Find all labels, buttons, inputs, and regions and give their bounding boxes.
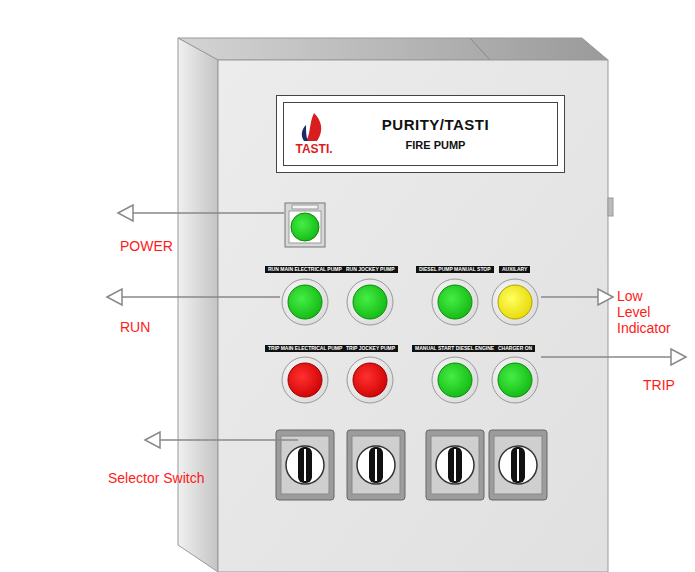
cabinet-top xyxy=(178,38,608,60)
button-ring xyxy=(492,357,538,403)
button-label: TRIP JOCKEY PUMP xyxy=(346,346,395,351)
button-ring xyxy=(432,279,478,325)
button-ring xyxy=(432,357,478,403)
switch-plate xyxy=(352,436,400,494)
button-label: DIESEL PUMP MANUAL STOP xyxy=(419,267,491,272)
green-button xyxy=(438,363,472,397)
logo-mark xyxy=(294,111,334,143)
button-label: CHARGER ON xyxy=(498,346,532,351)
power-housing-inner xyxy=(289,211,321,243)
button-ring xyxy=(282,279,328,325)
cabinet-side xyxy=(178,38,218,572)
button-label: RUN JOCKEY PUMP xyxy=(346,267,395,272)
green-lamp xyxy=(498,363,532,397)
button-ring xyxy=(492,279,538,325)
cabinet-front xyxy=(218,60,608,572)
power-housing-bar xyxy=(292,205,318,209)
leader-arrowhead xyxy=(107,289,122,305)
button-ring xyxy=(282,357,328,403)
nameplate: TASTI. PURITY/TASTI FIRE PUMP xyxy=(276,95,565,173)
label-plate: MANUAL START DIESEL ENGINE xyxy=(412,345,497,352)
switch-plate xyxy=(431,436,479,494)
logo-sail xyxy=(302,125,308,141)
door-hinge xyxy=(608,198,613,216)
power-housing xyxy=(285,203,325,247)
switch-indicator xyxy=(454,449,456,481)
callout-label: Low Level Indicator xyxy=(617,288,675,336)
callout-label: TRIP xyxy=(643,377,675,393)
red-lamp xyxy=(353,363,387,397)
nameplate-title: PURITY/TASTI xyxy=(382,116,489,134)
switch-dial xyxy=(436,446,474,484)
power-lamp xyxy=(291,213,319,241)
button-label: RUN MAIN ELECTRICAL PUMP xyxy=(268,267,342,272)
leader-line xyxy=(541,356,671,358)
leader-line xyxy=(133,212,284,214)
yellow-lamp xyxy=(498,285,532,319)
leader-arrowhead xyxy=(118,205,133,221)
label-plate: CHARGER ON xyxy=(495,345,535,352)
button-ring xyxy=(347,357,393,403)
green-button xyxy=(438,285,472,319)
switch-knob xyxy=(369,447,383,483)
switch-dial xyxy=(286,446,324,484)
label-plate: DIESEL PUMP MANUAL STOP xyxy=(416,266,494,273)
switch-knob xyxy=(448,447,462,483)
leader-arrowhead xyxy=(598,289,613,305)
switch-knob xyxy=(511,447,525,483)
nameplate-title-block: PURITY/TASTI FIRE PUMP xyxy=(344,116,527,152)
callout-label: POWER xyxy=(120,238,173,254)
switch-housing xyxy=(426,430,484,500)
switch-plate xyxy=(494,436,542,494)
button-label: TRIP MAIN ELECTRICAL PUMP xyxy=(268,346,342,351)
button-label: AUXILARY xyxy=(502,267,527,272)
label-plate: RUN MAIN ELECTRICAL PUMP xyxy=(265,266,345,273)
door-seam xyxy=(470,38,490,60)
label-plate: AUXILARY xyxy=(499,266,530,273)
switch-indicator xyxy=(517,449,519,481)
nameplate-frame: TASTI. PURITY/TASTI FIRE PUMP xyxy=(283,102,558,166)
leader-arrowhead xyxy=(145,432,160,448)
label-plate: RUN JOCKEY PUMP xyxy=(343,266,398,273)
button-label: MANUAL START DIESEL ENGINE xyxy=(415,346,494,351)
label-plate: TRIP MAIN ELECTRICAL PUMP xyxy=(265,345,345,352)
green-lamp xyxy=(353,285,387,319)
switch-dial xyxy=(357,446,395,484)
red-lamp xyxy=(288,363,322,397)
logo-sail xyxy=(306,113,321,141)
switch-housing xyxy=(489,430,547,500)
switch-knob xyxy=(298,447,312,483)
leader-line xyxy=(160,439,298,441)
label-plate: TRIP JOCKEY PUMP xyxy=(343,345,398,352)
switch-indicator xyxy=(304,449,306,481)
logo-text: TASTI. xyxy=(295,143,332,156)
callout-label: Selector Switch xyxy=(108,470,204,486)
logo: TASTI. xyxy=(284,111,344,156)
nameplate-subtitle: FIRE PUMP xyxy=(406,138,466,152)
switch-plate xyxy=(281,436,329,494)
switch-dial xyxy=(499,446,537,484)
green-lamp xyxy=(288,285,322,319)
leader-line xyxy=(541,296,598,298)
button-ring xyxy=(347,279,393,325)
leader-line xyxy=(122,296,280,298)
switch-housing xyxy=(347,430,405,500)
switch-indicator xyxy=(375,449,377,481)
leader-arrowhead xyxy=(671,349,686,365)
callout-label: RUN xyxy=(120,319,150,335)
